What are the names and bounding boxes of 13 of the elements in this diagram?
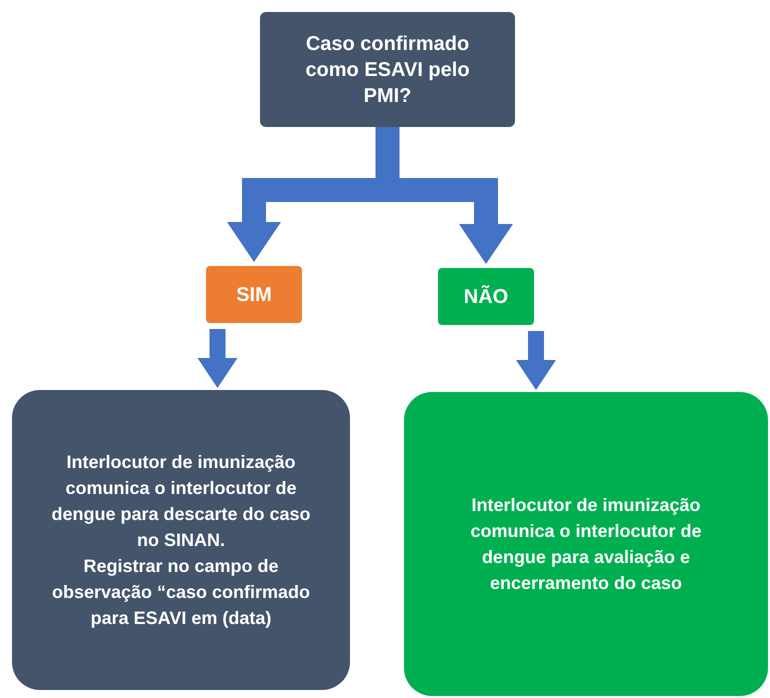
node-text: Caso confirmado como ESAVI pelo PMI? xyxy=(304,32,471,108)
node-text: Interlocutor de imunização comunica o interlocutor de dengue para descarte do caso no SINAN. xyxy=(50,450,312,552)
answer-box xyxy=(438,268,534,325)
arrow xyxy=(198,329,238,388)
answer-box xyxy=(206,266,302,323)
node-text: SIM xyxy=(236,282,272,308)
decision-box xyxy=(260,12,515,127)
process-box xyxy=(12,390,350,690)
node-text: Registrar no campo de observação “caso confirmado para ESAVI em (data) xyxy=(50,555,312,630)
process-box xyxy=(404,392,768,696)
node-text: Interlocutor de imunização comunica o interlocutor de dengue para avaliação e encerramento do caso xyxy=(469,494,703,596)
node-text: NÃO xyxy=(464,284,508,310)
arrow xyxy=(516,331,556,390)
